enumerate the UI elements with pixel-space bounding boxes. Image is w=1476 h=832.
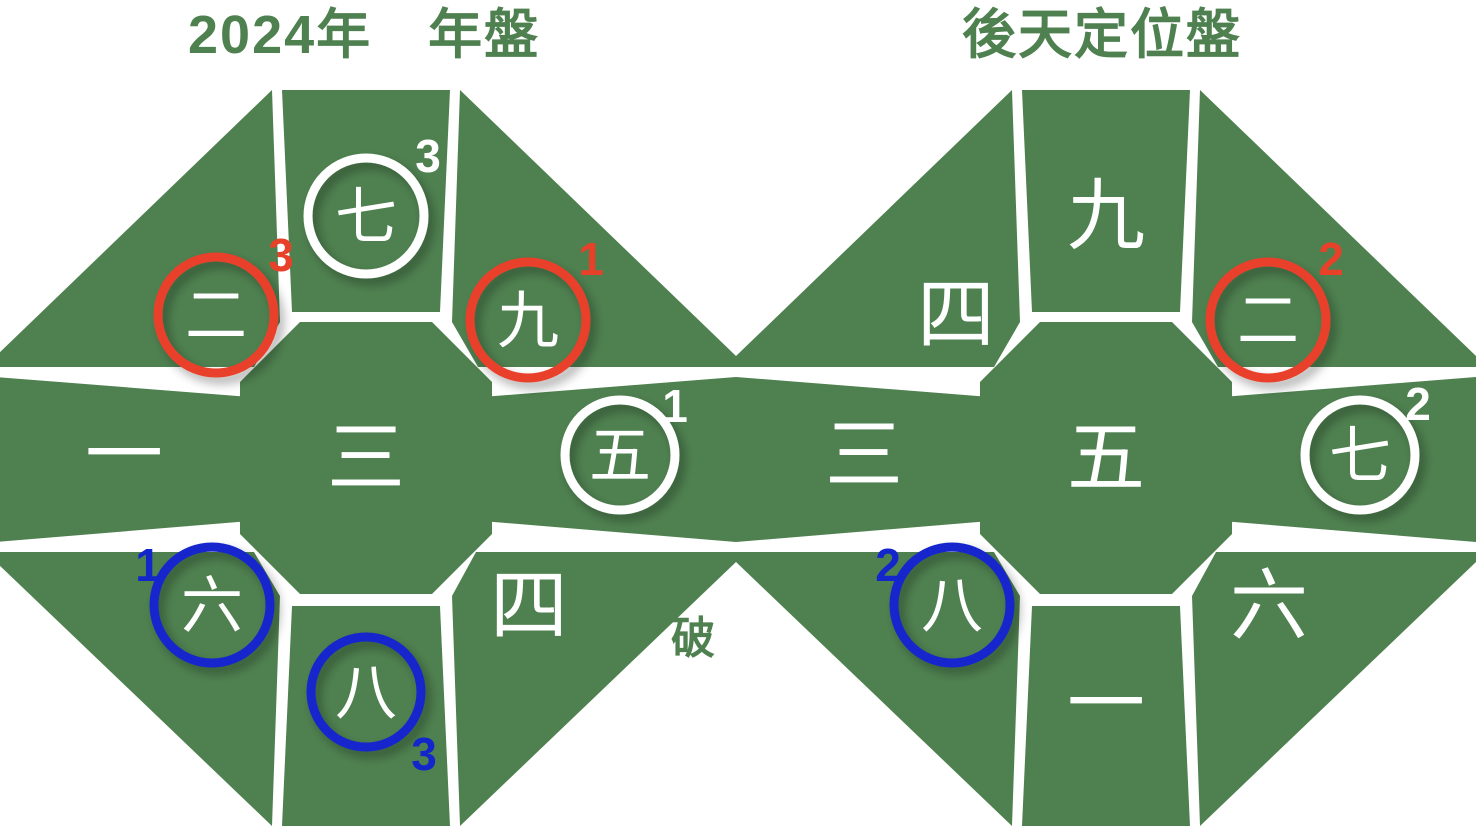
cell-southwest-superscript: 1 xyxy=(135,539,161,591)
cell-east-label: 七 xyxy=(1329,423,1391,491)
octagon-chart-left: 三 七 3 二 3 九 1 一 xyxy=(0,90,736,826)
cell-east-superscript: 1 xyxy=(662,380,688,432)
cell-west-label: 一 xyxy=(85,412,163,499)
cell-west-label: 三 xyxy=(825,412,903,499)
segment-east[interactable] xyxy=(1222,377,1476,542)
cell-southwest-marker-circle xyxy=(149,542,275,668)
cell-west[interactable]: 三 xyxy=(825,412,903,499)
segment-northwest[interactable] xyxy=(0,90,280,367)
cell-north[interactable]: 九 xyxy=(1067,173,1145,260)
octagon-segments-right xyxy=(736,90,1476,826)
cell-east-marker-circle xyxy=(1300,395,1420,515)
cell-southeast[interactable]: 四 xyxy=(490,563,568,650)
cell-northwest-label: 四 xyxy=(917,272,995,359)
board-year-board-2024: 三 七 3 二 3 九 1 一 xyxy=(0,84,740,832)
cell-northeast-label: 二 xyxy=(1237,288,1299,356)
cell-south-label: 一 xyxy=(1067,661,1145,748)
cell-south-superscript: 3 xyxy=(411,728,437,780)
cell-northwest[interactable]: 四 xyxy=(917,272,995,359)
segment-southwest[interactable] xyxy=(0,552,280,826)
cell-south-label: 八 xyxy=(335,660,397,728)
cell-northeast-superscript: 1 xyxy=(578,233,604,285)
cell-southwest[interactable]: 八 2 xyxy=(875,539,1015,668)
cell-west[interactable]: 一 xyxy=(85,412,163,499)
cell-northeast-marker-circle xyxy=(465,257,591,383)
cell-northwest-superscript: 3 xyxy=(268,229,294,281)
cell-southwest-label: 八 xyxy=(921,573,983,641)
octagon-chart-right: 五 九 四 二 2 三 七 2 xyxy=(736,90,1476,826)
cell-center-label: 三 xyxy=(327,415,405,502)
cell-center-label: 五 xyxy=(1067,415,1145,502)
segment-southeast[interactable] xyxy=(1192,552,1476,826)
segment-northwest[interactable] xyxy=(736,90,1020,367)
cell-south[interactable]: 八 3 xyxy=(306,632,437,780)
segment-center[interactable] xyxy=(240,322,492,594)
cell-east-marker-circle xyxy=(560,395,680,515)
board-title-year-board: 2024年 年盤 xyxy=(188,5,541,65)
cell-northeast[interactable]: 九 1 xyxy=(465,233,604,383)
cell-east-superscript: 2 xyxy=(1405,378,1431,430)
cell-east[interactable]: 七 2 xyxy=(1300,378,1431,515)
board-title-later-heaven-board: 後天定位盤 xyxy=(962,5,1242,65)
cell-northeast[interactable]: 二 2 xyxy=(1205,233,1344,383)
cell-southwest-label: 六 xyxy=(181,573,243,641)
segment-north[interactable] xyxy=(1022,90,1190,312)
segment-south[interactable] xyxy=(1022,606,1190,826)
cell-east[interactable]: 五 1 xyxy=(560,380,688,515)
cell-south[interactable]: 一 xyxy=(1067,661,1145,748)
cell-southwest[interactable]: 六 1 xyxy=(135,539,275,668)
segment-center[interactable] xyxy=(980,322,1232,594)
cell-northwest-marker-circle xyxy=(153,252,279,378)
cell-northeast-label: 九 xyxy=(497,288,559,356)
segment-southeast[interactable] xyxy=(452,552,736,826)
cell-north-marker-circle xyxy=(303,153,429,279)
segment-southwest[interactable] xyxy=(736,552,1020,826)
cell-southeast[interactable]: 六 xyxy=(1230,563,1308,650)
octagon-segments-left xyxy=(0,90,736,826)
cell-north-superscript: 3 xyxy=(415,130,441,182)
cell-northeast-superscript: 2 xyxy=(1318,233,1344,285)
cell-north-label: 九 xyxy=(1067,173,1145,260)
segment-northeast[interactable] xyxy=(1192,90,1476,367)
cell-southwest-superscript: 2 xyxy=(875,539,901,591)
cell-northeast-marker-circle xyxy=(1205,257,1331,383)
cell-north[interactable]: 七 3 xyxy=(303,130,441,279)
cell-southeast-label: 四 xyxy=(490,563,568,650)
cell-southwest-marker-circle xyxy=(889,542,1015,668)
segment-west[interactable] xyxy=(736,377,990,542)
cell-south-marker-circle xyxy=(306,632,426,752)
cell-southeast-label: 六 xyxy=(1230,563,1308,650)
segment-west[interactable] xyxy=(0,377,250,542)
annotation-break-left: 破 xyxy=(671,614,715,663)
segment-east[interactable] xyxy=(482,377,736,542)
cell-northwest[interactable]: 二 3 xyxy=(153,229,294,378)
cell-east-label: 五 xyxy=(589,423,651,491)
cell-northwest-label: 二 xyxy=(185,283,247,351)
segment-northeast[interactable] xyxy=(452,90,736,367)
cell-north-label: 七 xyxy=(335,184,397,252)
board-later-heaven-board: 五 九 四 二 2 三 七 2 xyxy=(736,84,1476,832)
